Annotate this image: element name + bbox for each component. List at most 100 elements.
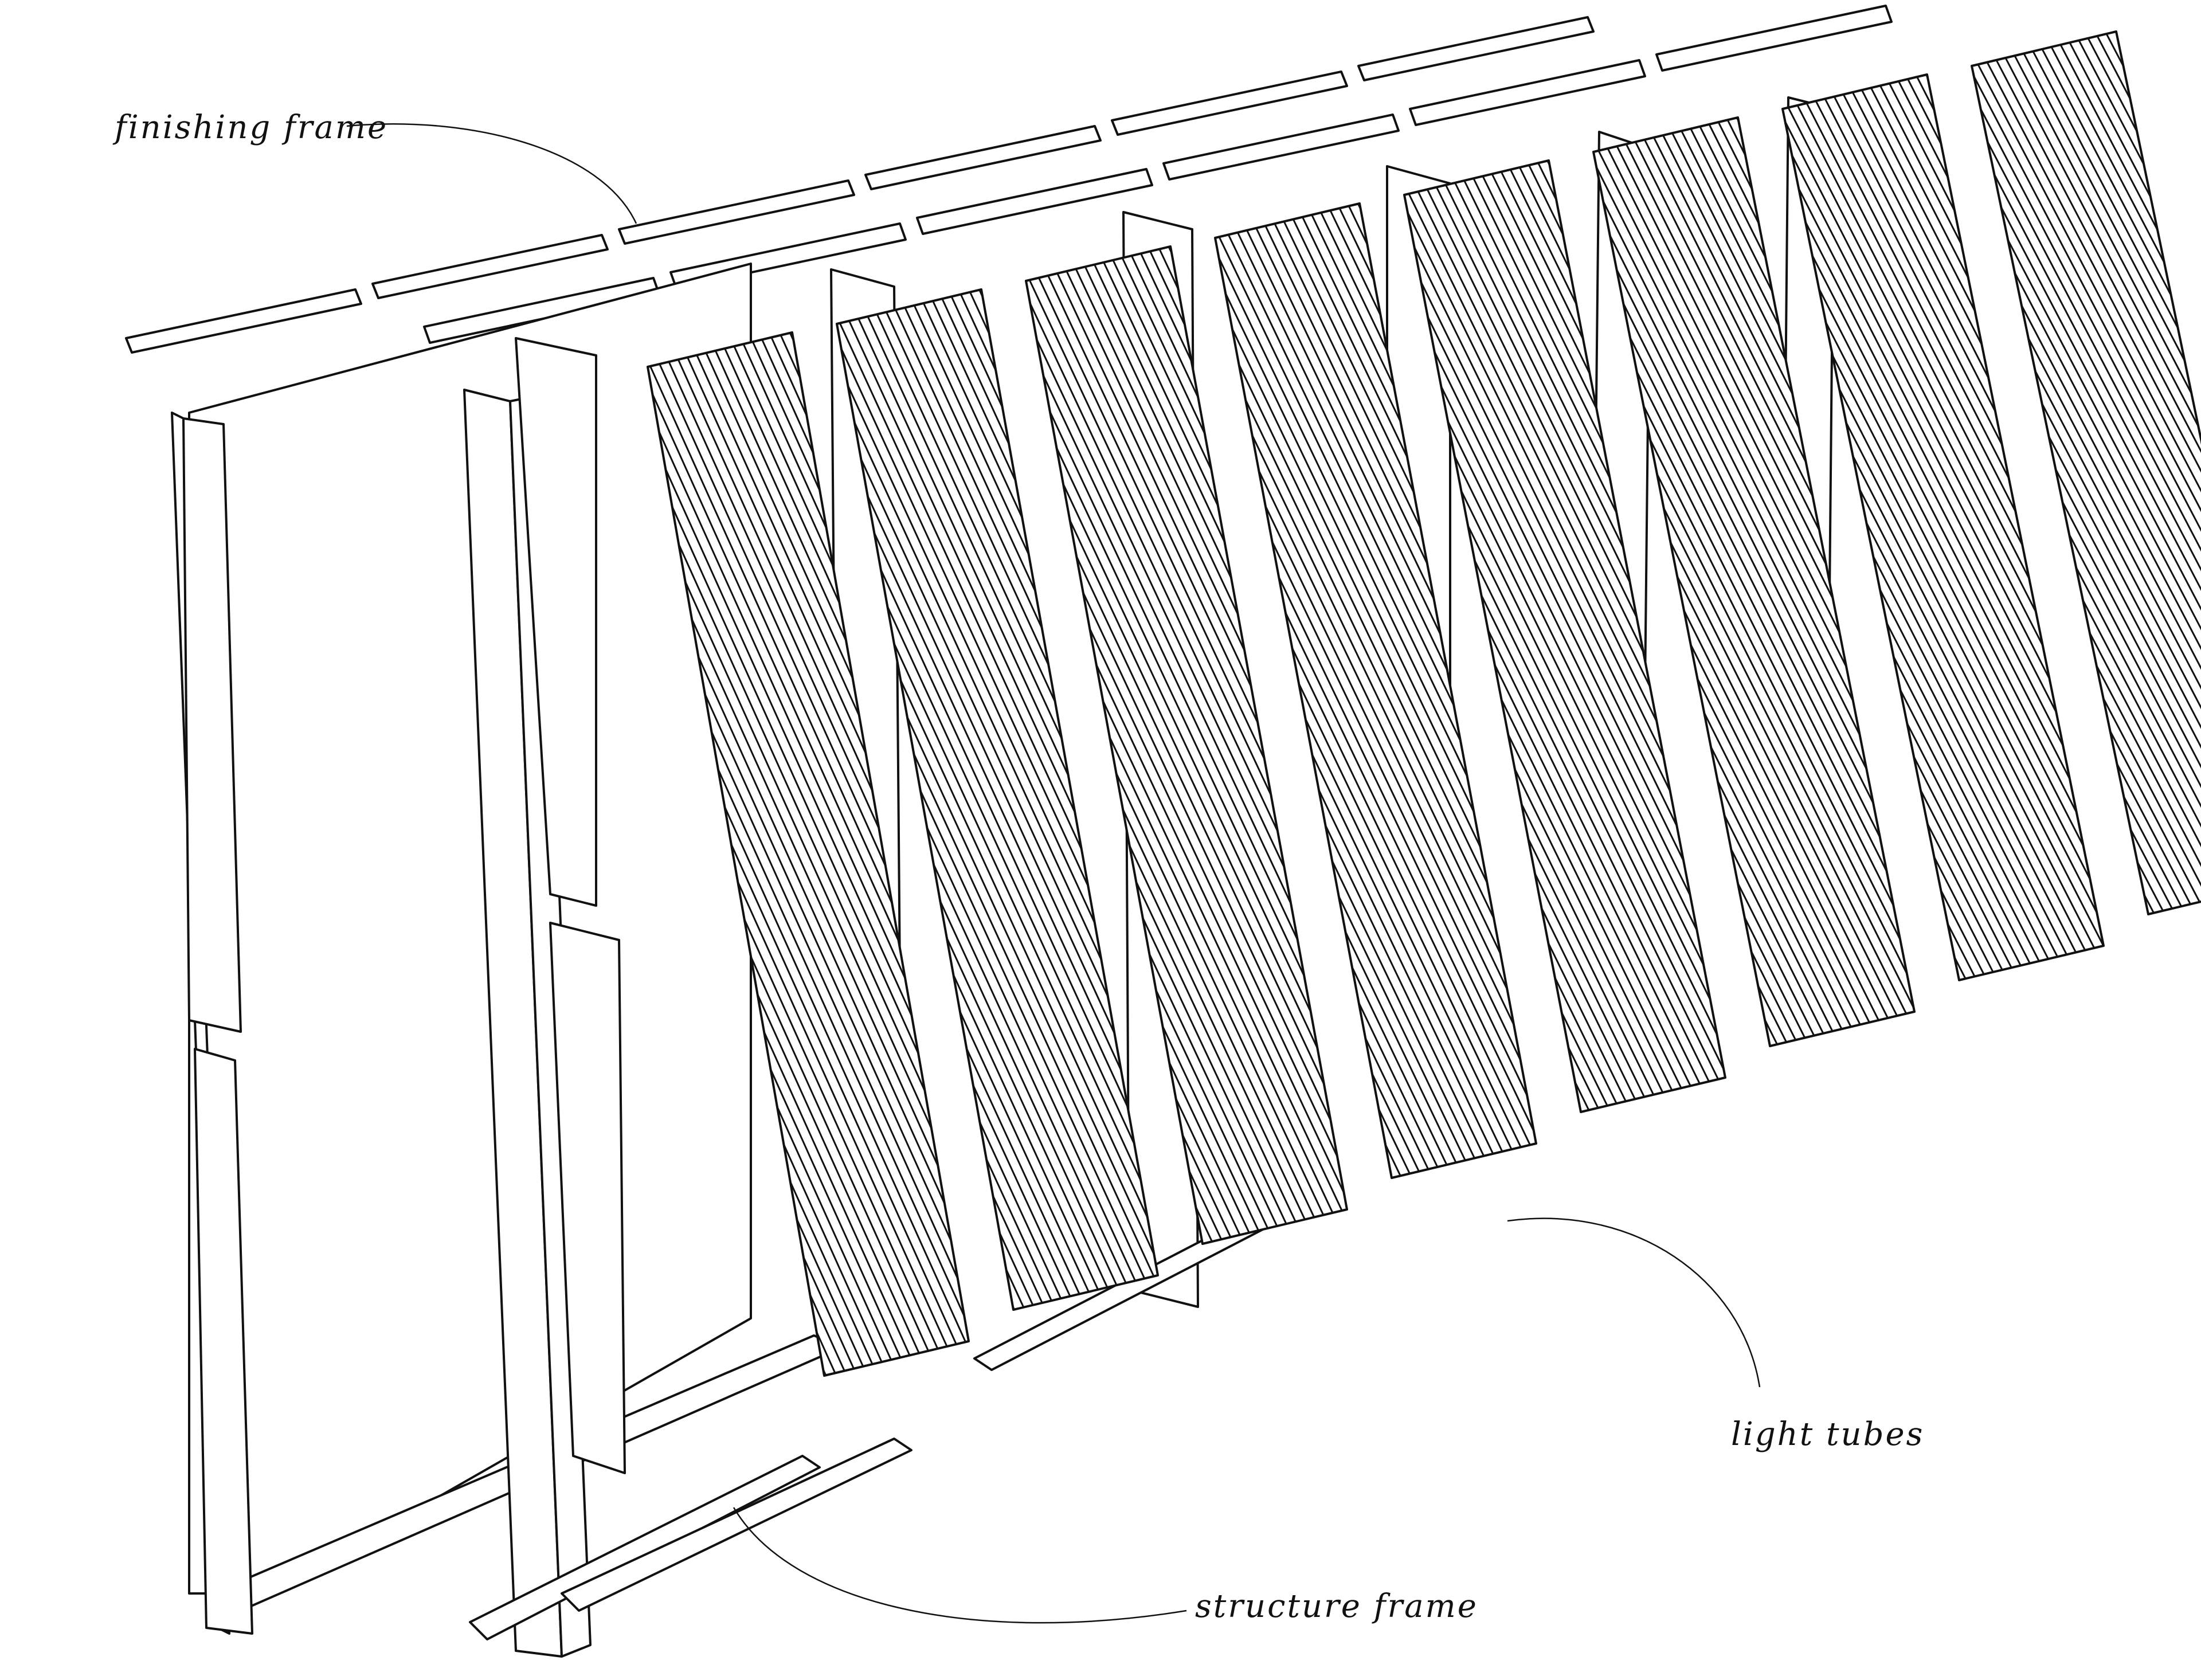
finishing-rail-lower (1409, 59, 1646, 126)
tube (1026, 246, 1283, 1244)
label-finishing-frame: finishing frame (115, 109, 389, 146)
tube (1783, 75, 2104, 980)
tube (648, 332, 969, 1376)
leader-light-tubes (1507, 1217, 1761, 1388)
tube (1593, 118, 1914, 1046)
tube (837, 289, 1158, 1310)
tube (1972, 32, 2201, 914)
tube (1862, 75, 2104, 980)
tube (648, 332, 969, 1376)
tube (1284, 203, 1536, 1178)
tube (1215, 203, 1462, 1178)
tube (1662, 118, 1914, 1046)
tube (1026, 246, 1272, 1244)
tube (1404, 160, 1725, 1112)
tube (837, 289, 1158, 1310)
tube (648, 332, 969, 1376)
tube (1593, 118, 1914, 1046)
tube (1294, 203, 1536, 1178)
tube (1404, 160, 1725, 1112)
label-structure-frame: structure frame (1195, 1588, 1478, 1625)
finishing-rail (1111, 71, 1348, 136)
tube (648, 332, 969, 1376)
tube (1215, 203, 1472, 1178)
tube (1215, 203, 1536, 1178)
tube (1215, 203, 1536, 1178)
tube (1972, 32, 2201, 914)
tube (1783, 75, 2104, 980)
panel-outline (1592, 116, 1916, 1047)
tube (1483, 160, 1725, 1112)
tube (1783, 75, 2104, 980)
tube (1026, 246, 1347, 1244)
tube (1972, 32, 2201, 914)
leader-finishing-frame (346, 123, 637, 224)
tube (1215, 203, 1536, 1178)
finishing-rail (371, 234, 609, 299)
tube (1972, 32, 2201, 914)
tube (1026, 246, 1347, 1244)
tube (1215, 203, 1536, 1178)
tube (1404, 160, 1725, 1112)
tube (1972, 32, 2201, 914)
tube (1404, 160, 1725, 1112)
tube (1593, 118, 1840, 1046)
tube (1404, 160, 1725, 1112)
tube (1979, 32, 2201, 914)
tube (1404, 160, 1725, 1112)
tube (837, 289, 1158, 1310)
tube (1105, 246, 1347, 1244)
tube (1593, 118, 1914, 1046)
tube (1215, 203, 1536, 1178)
light-tube-panels (647, 30, 2201, 1377)
label-light-tubes: light tubes (1731, 1416, 1925, 1453)
tube (1783, 75, 2104, 980)
tube (1404, 160, 1725, 1112)
tube (837, 289, 1158, 1310)
tube (2010, 32, 2201, 914)
tube (1593, 118, 1914, 1046)
finishing-rail (125, 288, 362, 354)
tube (1215, 203, 1536, 1178)
tube (837, 289, 1158, 1310)
tube (1404, 160, 1661, 1112)
tube (837, 289, 1158, 1310)
finishing-rail (618, 179, 855, 245)
tube (1026, 246, 1347, 1244)
tube (1783, 75, 2104, 980)
tube (1026, 246, 1347, 1244)
tube (1215, 203, 1536, 1178)
tube (727, 332, 969, 1376)
tube (1404, 160, 1725, 1112)
finishing-rail (1357, 16, 1595, 81)
tube (648, 332, 969, 1376)
tube (1026, 246, 1347, 1244)
finishing-frame-rails (125, 5, 1893, 354)
tube (1972, 32, 2201, 914)
tube (1593, 118, 1914, 1046)
finishing-rail-lower (1162, 113, 1400, 181)
tube (1783, 75, 2029, 980)
tube (1593, 118, 1914, 1046)
tube (906, 289, 1158, 1310)
tube (648, 332, 969, 1376)
tube (1215, 203, 1536, 1178)
tube (837, 289, 1158, 1310)
tube (1783, 75, 2104, 980)
tube (916, 289, 1158, 1310)
tube (1783, 75, 2104, 980)
tube (1593, 118, 1914, 1046)
finishing-rail-lower (916, 168, 1153, 235)
tube (1215, 203, 1536, 1178)
tube (837, 289, 1083, 1310)
finishing-rail (864, 125, 1102, 190)
tube (648, 332, 969, 1376)
tube (1783, 75, 2104, 980)
tube (1673, 118, 1914, 1046)
tube (716, 332, 969, 1376)
tube (1404, 160, 1725, 1112)
tube (1026, 246, 1347, 1244)
tube (2051, 32, 2201, 914)
tube (1972, 32, 2201, 914)
